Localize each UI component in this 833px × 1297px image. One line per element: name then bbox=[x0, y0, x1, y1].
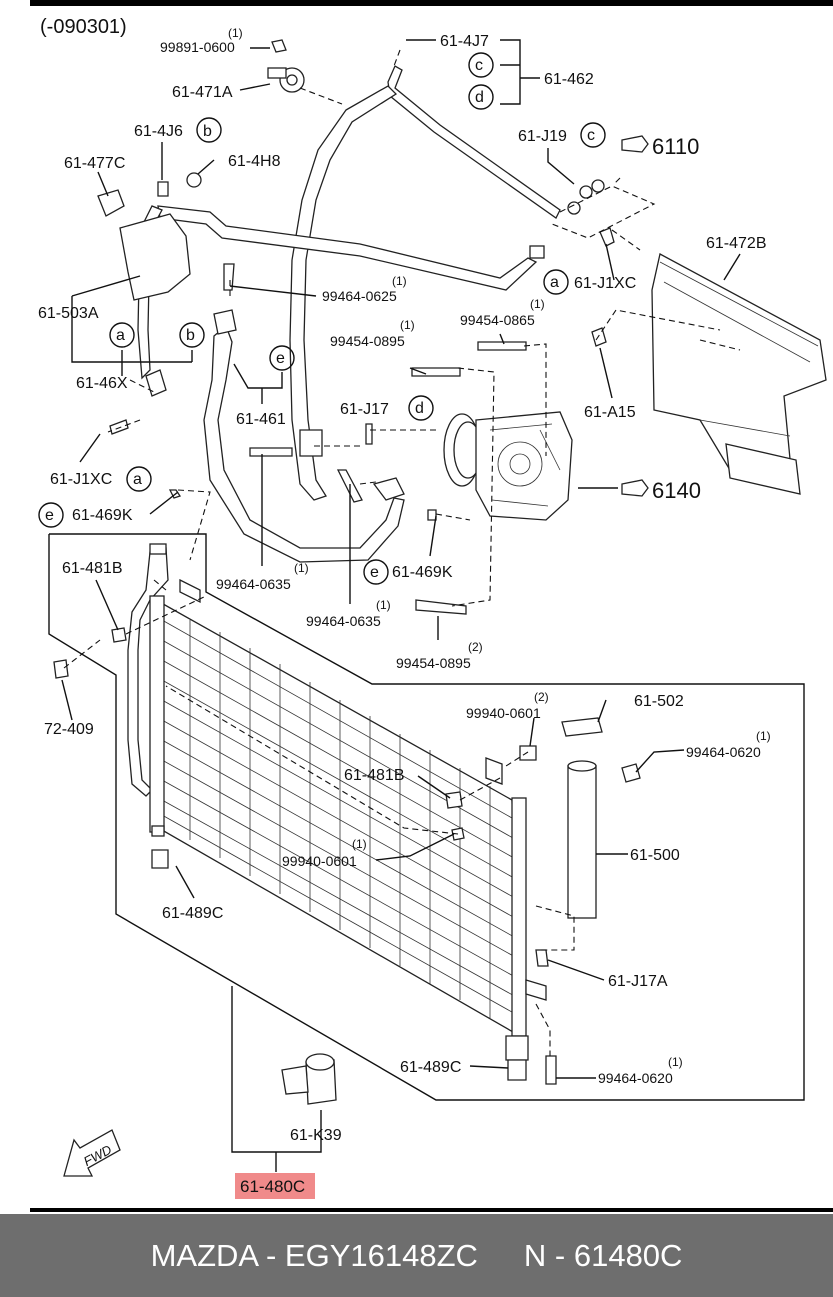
label-61-477C: 61-477C bbox=[64, 155, 125, 172]
label-61-A15: 61-A15 bbox=[584, 404, 636, 421]
label-72-409: 72-409 bbox=[44, 721, 94, 738]
footer-bar: MAZDA - EGY16148ZC N - 61480C bbox=[0, 1214, 833, 1297]
label-99454-0865: 99454-0865 bbox=[460, 312, 535, 328]
label-99940-0601-top: 99940-0601 bbox=[466, 705, 541, 721]
svg-text:e: e bbox=[45, 507, 54, 524]
circle-marker-d-mid: d bbox=[408, 395, 434, 421]
svg-text:d: d bbox=[415, 400, 424, 417]
label-61-481B-left: 61-481B bbox=[62, 560, 123, 577]
condenser-group-outline bbox=[48, 533, 805, 1101]
label-61-J17: 61-J17 bbox=[340, 401, 389, 418]
label-61-489C-right: 61-489C bbox=[400, 1059, 461, 1076]
label-99464-0620-bottom: 99464-0620 bbox=[598, 1070, 673, 1086]
circle-marker-c-right: c bbox=[580, 122, 606, 148]
qty-99464-0635-right: (1) bbox=[376, 598, 391, 612]
label-61-503A: 61-503A bbox=[38, 305, 99, 322]
code-range-label: (-090301) bbox=[40, 16, 127, 38]
label-61-471A: 61-471A bbox=[172, 84, 233, 101]
label-99891-0600: 99891-0600 bbox=[160, 39, 235, 55]
parts-diagram: (-090301) bbox=[38, 16, 827, 1199]
label-61-489C-left: 61-489C bbox=[162, 905, 223, 922]
footer-brand-part-number: MAZDA - EGY16148ZC bbox=[150, 1237, 478, 1273]
receiver-drier bbox=[53, 627, 641, 1085]
label-61-4H8: 61-4H8 bbox=[228, 153, 281, 170]
circle-marker-b-top: b bbox=[196, 117, 222, 143]
label-61-K39: 61-K39 bbox=[290, 1127, 342, 1144]
label-61-469K-left: 61-469K bbox=[72, 507, 133, 524]
qty-99454-0895-top: (1) bbox=[400, 318, 415, 332]
circle-marker-c-top: c bbox=[468, 52, 494, 78]
highlight-box bbox=[235, 1173, 315, 1199]
circle-marker-a-lower: a bbox=[126, 466, 152, 492]
svg-text:a: a bbox=[116, 327, 125, 344]
qty-99464-0620-bottom: (1) bbox=[668, 1055, 683, 1069]
label-61-J17A: 61-J17A bbox=[608, 973, 668, 990]
svg-text:a: a bbox=[550, 274, 559, 291]
label-61-472B: 61-472B bbox=[706, 235, 767, 252]
qty-99891-0600: (1) bbox=[228, 26, 243, 40]
label-61-502: 61-502 bbox=[634, 693, 684, 710]
qty-99464-0620-top: (1) bbox=[756, 729, 771, 743]
label-61-4J6: 61-4J6 bbox=[134, 123, 183, 140]
label-6110: 6110 bbox=[652, 134, 699, 159]
hose-61-461 bbox=[289, 85, 398, 501]
label-99464-0625: 99464-0625 bbox=[322, 288, 397, 304]
qty-99464-0635-left: (1) bbox=[294, 561, 309, 575]
svg-text:e: e bbox=[276, 350, 285, 367]
hose-61-462 bbox=[387, 65, 561, 219]
qty-99940-0601-top: (2) bbox=[534, 690, 549, 704]
qty-99454-0895-bottom: (2) bbox=[468, 640, 483, 654]
condenser bbox=[149, 578, 547, 1081]
label-99464-0635-right: 99464-0635 bbox=[306, 613, 381, 629]
qty-99454-0865: (1) bbox=[530, 297, 545, 311]
circle-marker-b-left: b bbox=[179, 322, 205, 348]
label-99454-0895-bottom: 99454-0895 bbox=[396, 655, 471, 671]
qty-99940-0601-mid: (1) bbox=[352, 837, 367, 851]
label-61-481B-mid: 61-481B bbox=[344, 767, 405, 784]
svg-text:d: d bbox=[475, 89, 484, 106]
svg-text:c: c bbox=[475, 57, 483, 74]
pipe-61-46X bbox=[157, 205, 538, 291]
label-61-480C-highlighted[interactable]: 61-480C bbox=[240, 1177, 305, 1196]
label-61-J1XC-left: 61-J1XC bbox=[50, 471, 112, 488]
svg-text:e: e bbox=[370, 564, 379, 581]
circle-marker-e-left: e bbox=[38, 502, 64, 528]
fitting-61-K39 bbox=[281, 1053, 337, 1105]
svg-text:c: c bbox=[587, 127, 595, 144]
circle-marker-a-right: a bbox=[543, 269, 569, 295]
ref-arrow-6140-icon bbox=[621, 479, 649, 497]
label-99464-0620-top: 99464-0620 bbox=[686, 744, 761, 760]
label-61-46X: 61-46X bbox=[76, 375, 128, 392]
top-border bbox=[30, 0, 833, 6]
label-61-J1XC-right: 61-J1XC bbox=[574, 275, 636, 292]
svg-text:a: a bbox=[133, 471, 142, 488]
label-99454-0895-top: 99454-0895 bbox=[330, 333, 405, 349]
label-61-J19: 61-J19 bbox=[518, 128, 567, 145]
compressor bbox=[443, 411, 573, 521]
circle-marker-e-hose: e bbox=[269, 345, 295, 371]
label-61-469K-right: 61-469K bbox=[392, 564, 453, 581]
label-61-500: 61-500 bbox=[630, 847, 680, 864]
label-99940-0601-mid: 99940-0601 bbox=[282, 853, 357, 869]
svg-text:b: b bbox=[186, 327, 195, 344]
svg-text:b: b bbox=[203, 123, 212, 140]
ref-arrow-6110-icon bbox=[621, 135, 649, 153]
label-61-462: 61-462 bbox=[544, 71, 594, 88]
fwd-arrow-icon: FWD bbox=[63, 1129, 121, 1177]
label-99464-0635-left: 99464-0635 bbox=[216, 576, 291, 592]
circle-marker-d-top: d bbox=[468, 84, 494, 110]
label-61-4J7: 61-4J7 bbox=[440, 33, 489, 50]
footer-separator bbox=[30, 1208, 833, 1212]
label-6140: 6140 bbox=[652, 478, 701, 503]
circle-marker-e-right: e bbox=[363, 559, 389, 585]
qty-99464-0625: (1) bbox=[392, 274, 407, 288]
footer-reference-number: N - 61480C bbox=[523, 1237, 683, 1273]
label-61-461: 61-461 bbox=[236, 411, 286, 428]
circle-marker-a-left: a bbox=[109, 322, 135, 348]
air-guide-panel bbox=[651, 253, 827, 495]
